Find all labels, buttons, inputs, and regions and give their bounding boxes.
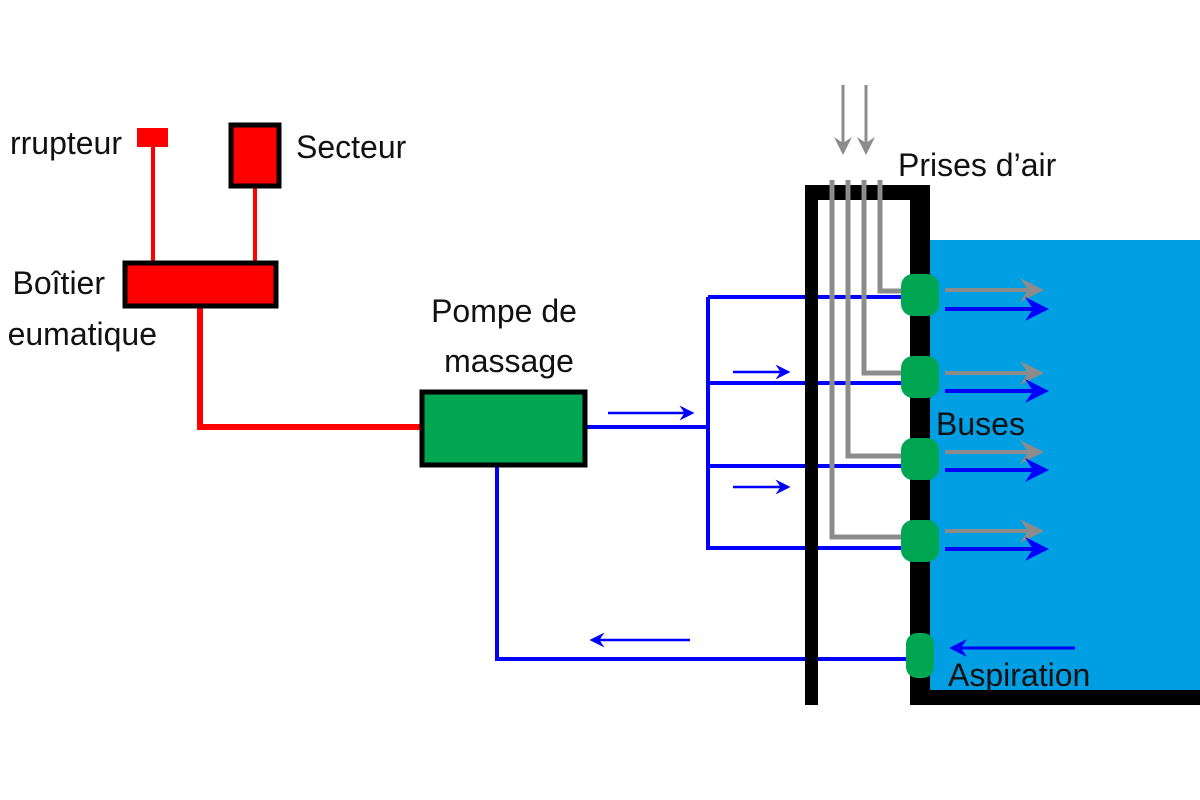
massage-pump [419,389,588,468]
label-interrupteur: rrupteur [10,125,122,161]
label-pneumatique: eumatique [8,316,157,352]
label-prises-air: Prises d’air [898,147,1057,183]
switch [137,128,168,147]
pool-water [930,240,1200,692]
jet [901,356,939,398]
air-pipes [829,85,905,540]
jet [901,438,939,480]
label-buses: Buses [936,406,1025,442]
label-pompe: Pompe de [431,293,577,329]
label-secteur: Secteur [296,129,407,165]
label-aspiration: Aspiration [948,657,1090,693]
electric-lines [151,145,420,430]
suction-inlet [906,633,934,678]
jet [901,274,939,316]
label-massage: massage [444,343,574,379]
label-boitier: Boîtier [13,265,106,301]
jet [901,520,939,562]
jets [901,274,939,678]
pneumatic-box [122,260,279,309]
mains-box [228,122,282,189]
flow-arrows [589,364,791,648]
jet-arrows [945,278,1075,657]
